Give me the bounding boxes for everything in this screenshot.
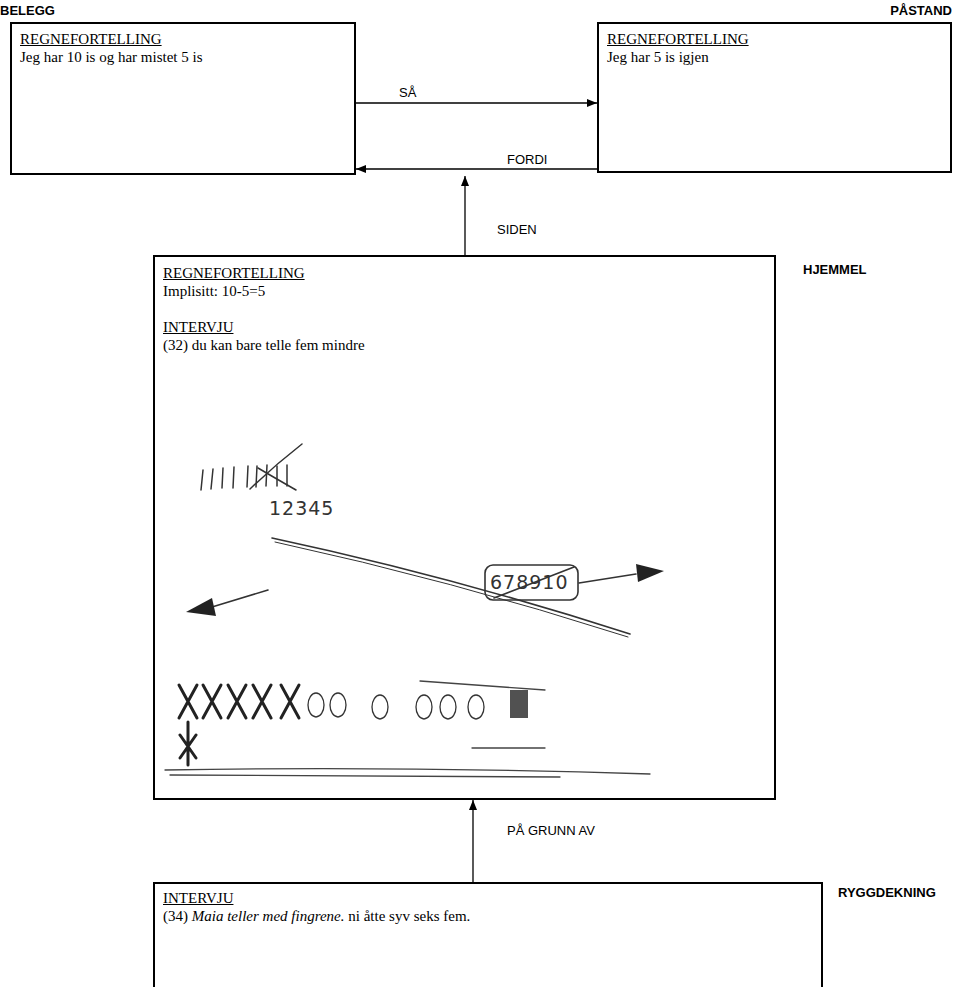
tally-marks [201, 444, 302, 490]
x-mark [281, 685, 299, 718]
pencil-line [165, 769, 650, 774]
circle-mark [308, 693, 324, 717]
number-line [212, 538, 636, 637]
box-heading: HJEMMEL [803, 262, 867, 277]
box-heading: RYGGDEKNING [838, 885, 936, 900]
handwritten-number: 678910 [490, 571, 569, 593]
arrow-label: SIDEN [495, 222, 539, 237]
pencil-line [420, 681, 545, 690]
circle-mark [330, 693, 346, 717]
x-mark [180, 722, 196, 765]
tally-cross [250, 444, 302, 490]
arrow-connector [356, 102, 597, 103]
left-arrow-head [186, 598, 216, 616]
support-arrow [464, 176, 465, 255]
circle-mark [416, 695, 432, 719]
box-text: (34) [163, 908, 188, 924]
scribble-block [510, 690, 528, 718]
crossed-marks [179, 685, 299, 765]
box-text: INTERVJU [163, 889, 813, 907]
box-text: (32) du kan bare telle fem mindre [163, 336, 766, 354]
pencil-line [170, 775, 560, 777]
pencil-lines [165, 681, 650, 777]
arrow-label: SÅ [397, 85, 418, 100]
argument-box: BELEGGREGNEFORTELLINGJeg har 10 is og ha… [10, 22, 356, 175]
handwritten-number: 12345 [269, 497, 334, 519]
x-mark [179, 685, 197, 718]
box-text: Jeg har 10 is og har mistet 5 is [20, 48, 346, 66]
arrow-connector [356, 168, 597, 169]
box-text: REGNEFORTELLING [20, 30, 346, 48]
arrow-label: FORDI [505, 152, 549, 167]
number-line-stroke [275, 542, 628, 637]
left-arrow-line [212, 590, 268, 607]
box-text: REGNEFORTELLING [607, 30, 942, 48]
right-arrow-line [579, 574, 636, 583]
arrow-label: PÅ GRUNN AV [505, 823, 597, 838]
box-text: Jeg har 5 is igjen [607, 48, 942, 66]
crossed-box [485, 565, 578, 600]
x-mark [253, 685, 271, 718]
box-text: Maia teller med fingrene. [192, 908, 345, 924]
x-mark [228, 685, 246, 718]
argument-box: RYGGDEKNINGINTERVJU(34)Maia teller med f… [153, 882, 823, 987]
circle-mark [440, 695, 456, 719]
arrow-connector [472, 800, 473, 882]
number-line-stroke [272, 538, 630, 634]
argument-box: HJEMMELREGNEFORTELLINGImplisitt: 10-5=5I… [153, 255, 776, 800]
x-mark [203, 685, 221, 718]
circle-mark [372, 695, 388, 719]
box-text: INTERVJU [163, 318, 766, 336]
box-text: REGNEFORTELLING [163, 264, 766, 282]
circles [308, 693, 484, 719]
box-heading: PÅSTAND [890, 3, 952, 18]
box-heading: BELEGG [0, 3, 55, 18]
argument-box: PÅSTANDREGNEFORTELLINGJeg har 5 is igjen [597, 22, 952, 173]
right-arrow-head [636, 564, 664, 582]
box-text: ni åtte syv seks fem. [348, 908, 470, 924]
circle-mark [468, 695, 484, 719]
box-text: Implisitt: 10-5=5 [163, 282, 766, 300]
pencil-line [472, 747, 545, 748]
